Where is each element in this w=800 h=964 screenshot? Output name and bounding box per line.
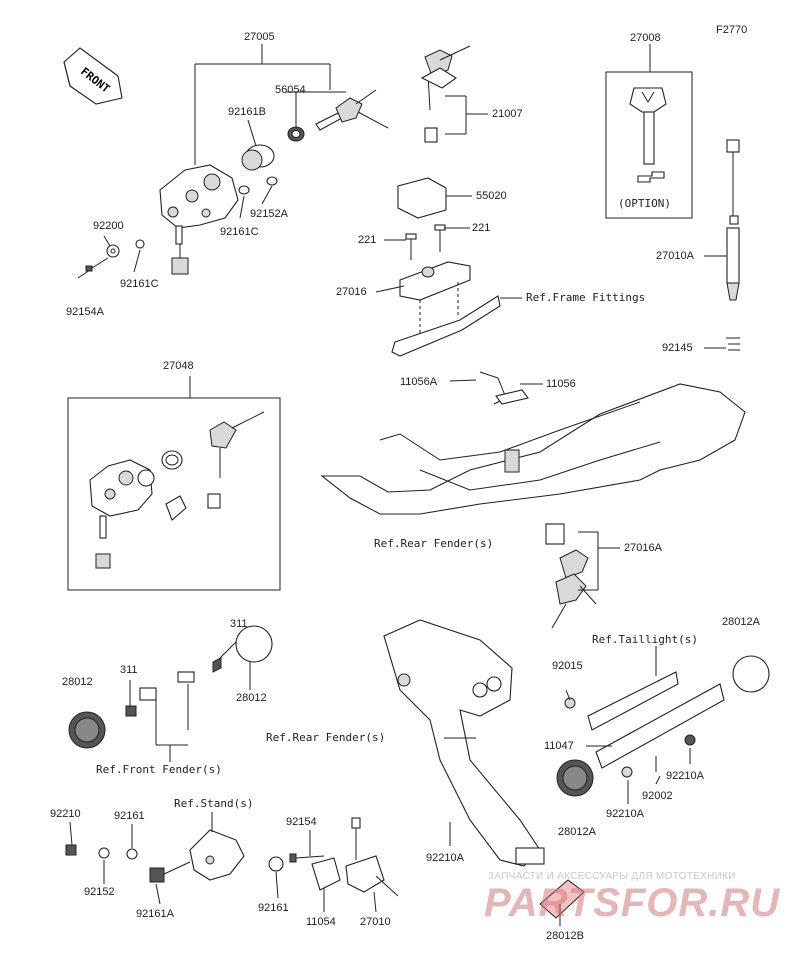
part-label-92161B: 92161B (228, 106, 266, 118)
sensor-27010A (704, 139, 740, 351)
part-label-21007: 21007 (492, 108, 523, 120)
option-key-box-27008 (605, 44, 693, 219)
rear-frame (320, 371, 746, 515)
part-label-11056A: 11056A (400, 376, 438, 388)
bracket-27005 (194, 44, 346, 165)
stand-parts (65, 812, 399, 897)
part-label-27010A: 27010A (656, 250, 694, 262)
ref-label-frame-fittings: Ref.Frame Fittings (526, 291, 646, 304)
part-label-27008: 27008 (630, 32, 661, 44)
part-label-28012B: 28012B (546, 930, 584, 942)
part-label-28012: 28012 (62, 676, 93, 688)
part-label-11047: 11047 (544, 740, 574, 752)
part-label-92161C: 92161C (120, 278, 159, 290)
part-label-92015: 92015 (552, 660, 583, 672)
ref-label-rear-fender: Ref.Rear Fender(s) (374, 537, 494, 550)
part-label-27010: 27010 (360, 916, 391, 928)
bracket-27016 (391, 261, 522, 357)
part-label-27048: 27048 (163, 360, 194, 372)
part-label-92210: 92210 (50, 808, 81, 820)
figure-code: F2770 (716, 24, 748, 36)
ignition-switch-assembly (159, 89, 389, 275)
license-lamp-28012B (539, 879, 585, 919)
ref-label-taillight: Ref.Taillight(s) (592, 633, 698, 646)
part-label-28012A: 28012A (722, 616, 760, 628)
part-label-92210A: 92210A (426, 852, 464, 864)
part-label-92145: 92145 (662, 342, 693, 354)
ref-label-rear-fender: Ref.Rear Fender(s) (266, 731, 386, 744)
kit-box-27048 (67, 376, 281, 591)
part-label-11056: 11056 (546, 378, 576, 390)
front-arrow-icon: FRONT (63, 47, 123, 105)
lock-27016A (545, 523, 620, 629)
part-label-92154: 92154 (286, 816, 317, 828)
part-label-28012: 28012 (236, 692, 267, 704)
part-label-311: 311 (120, 664, 138, 676)
ref-label-front-fender: Ref.Front Fender(s) (96, 763, 222, 776)
rear-fender-bracket (383, 619, 545, 867)
part-label-92152A: 92152A (250, 208, 288, 220)
taillight-bracket (556, 646, 770, 797)
part-label-92210A: 92210A (666, 770, 704, 782)
part-label-221: 221 (358, 234, 377, 246)
part-label-92161C: 92161C (220, 226, 259, 238)
part-label-28012A: 28012A (558, 826, 596, 838)
watermark-logo: PARTSFOR.RU (484, 881, 781, 925)
part-label-221: 221 (472, 222, 491, 234)
part-label-311: 311 (230, 618, 248, 630)
reflector-parts-front (68, 625, 273, 762)
part-label-56054: 56054 (275, 84, 306, 96)
part-label-55020: 55020 (476, 190, 507, 202)
bolts-221 (405, 224, 446, 260)
part-label-92161: 92161 (114, 810, 145, 822)
part-label-92152: 92152 (84, 886, 115, 898)
ref-label-stand: Ref.Stand(s) (174, 797, 254, 810)
watermark-tagline: ЗАПЧАСТИ И АКСЕССУАРЫ ДЛЯ МОТОТЕХНИКИ (488, 871, 736, 882)
part-label-92200: 92200 (93, 220, 124, 232)
part-label-92161A: 92161A (136, 908, 174, 920)
part-label-92154A: 92154A (66, 306, 104, 318)
leader-lines (69, 119, 691, 926)
part-label-92210A: 92210A (606, 808, 644, 820)
part-label-27016A: 27016A (624, 542, 662, 554)
option-label: (OPTION) (618, 197, 671, 210)
part-label-92002: 92002 (642, 790, 673, 802)
part-label-92161: 92161 (258, 902, 289, 914)
keys-21007 (420, 45, 488, 143)
part-label-27016: 27016 (336, 286, 367, 298)
screws-92154A (77, 239, 145, 279)
part-label-11054: 11054 (306, 916, 336, 928)
cover-55020 (397, 177, 472, 219)
part-label-27005: 27005 (244, 31, 275, 43)
